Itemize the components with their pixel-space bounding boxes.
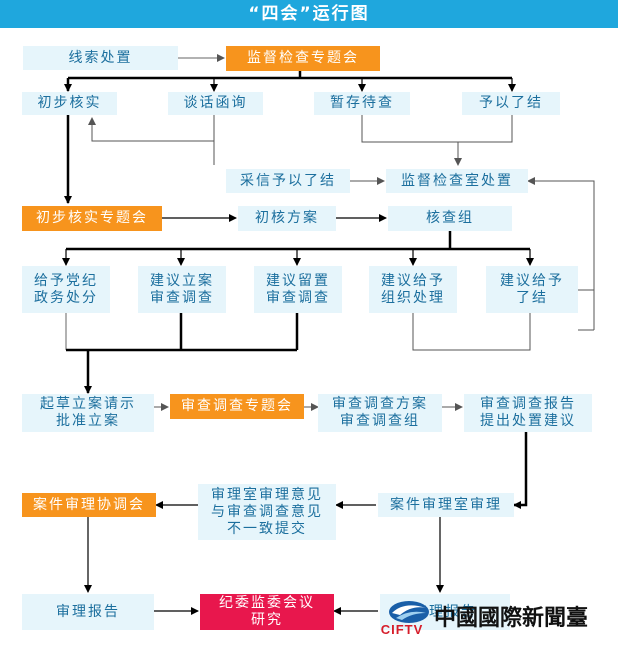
node-commission-meeting: 纪委监委会议 研究	[200, 594, 334, 630]
node-review-report: 审查调查报告 提出处置建议	[464, 394, 592, 432]
node-clue-handling: 线索处置	[23, 46, 178, 70]
node-trial-report: 审理报告	[22, 594, 154, 630]
node-supervision-meeting: 监督检查专题会	[226, 46, 380, 71]
node-initial-meeting: 初步核实专题会	[22, 206, 162, 231]
node-review-meeting: 审查调查专题会	[170, 394, 304, 419]
node-pending: 暂存待查	[314, 92, 410, 115]
node-initial-verification: 初步核实	[22, 92, 117, 115]
node-adopt-close: 采信予以了结	[226, 169, 350, 193]
node-suggest-org-handling: 建议给予 组织处理	[369, 266, 457, 313]
logo-text-cn: 中國國際新聞臺	[434, 606, 589, 631]
node-review-plan: 审查调查方案 审查调查组	[318, 394, 442, 432]
edge-report-to-caseroom	[513, 432, 528, 509]
node-party-penalty: 给予党纪 政务处分	[22, 266, 110, 313]
node-suggest-filing: 建议立案 审查调查	[138, 266, 226, 313]
node-opinion-mismatch: 审理室审理意见 与审查调查意见 不一致提交	[198, 484, 336, 540]
edge-pending-close-merge	[361, 115, 513, 143]
node-talk-inquiry: 谈话函询	[168, 92, 263, 115]
edge-talk-back-to-initial	[88, 117, 214, 142]
page-title: “四会”运行图	[0, 0, 618, 28]
node-case-review-room: 案件审理室审理	[378, 493, 514, 517]
node-draft-request: 起草立案请示 批准立案	[22, 394, 154, 432]
node-supervision-room: 监督检查室处置	[386, 169, 528, 193]
edge-org-close-merge	[412, 313, 531, 351]
node-suggest-retention: 建议留置 审查调查	[254, 266, 342, 313]
node-verification-group: 核查组	[388, 206, 512, 231]
node-initial-plan: 初核方案	[238, 206, 336, 231]
edge-feedback-to-room	[527, 177, 595, 330]
logo-text-en: CIFTV	[380, 622, 424, 637]
ciftv-swirl-icon	[389, 601, 429, 623]
ciftv-logo: CIFTV 中國國際新聞臺	[372, 596, 618, 648]
node-close: 予以了结	[462, 92, 560, 115]
node-case-meeting: 案件审理协调会	[22, 493, 156, 517]
node-suggest-close: 建议给予 了结	[486, 266, 578, 313]
